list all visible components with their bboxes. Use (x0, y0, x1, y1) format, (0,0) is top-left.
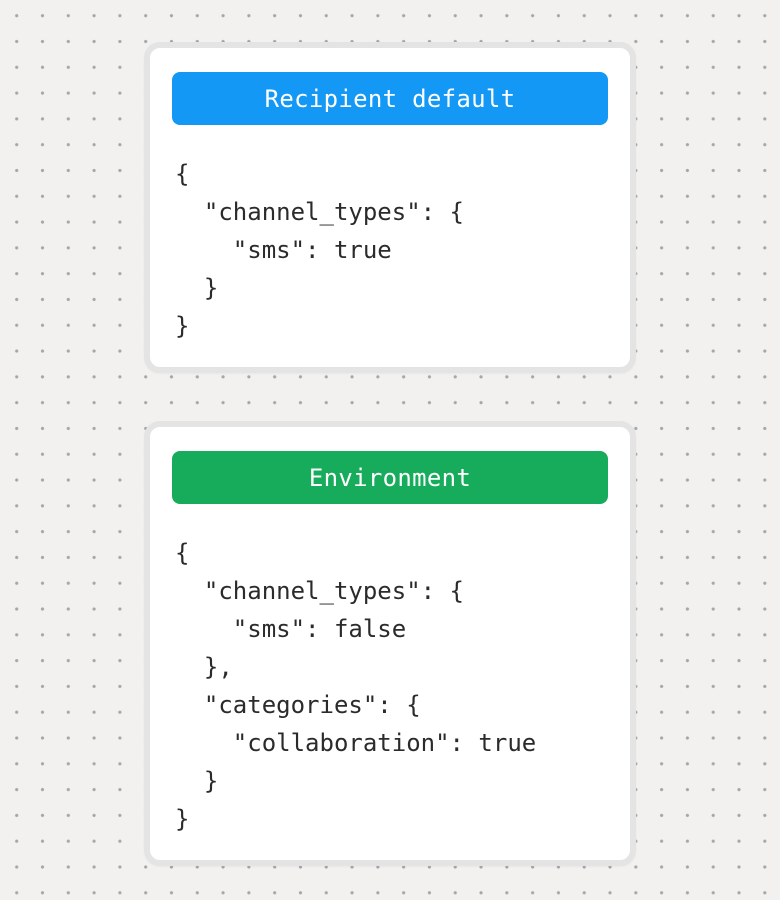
environment-code-block: { "channel_types": { "sms": false }, "ca… (175, 539, 537, 833)
environment-header-badge: Environment (172, 451, 608, 504)
card-environment: Environment { "channel_types": { "sms": … (144, 421, 636, 866)
card-recipient-default: Recipient default { "channel_types": { "… (144, 42, 636, 373)
recipient-default-code-block: { "channel_types": { "sms": true } } (175, 160, 464, 340)
recipient-default-header-badge: Recipient default (172, 72, 608, 125)
